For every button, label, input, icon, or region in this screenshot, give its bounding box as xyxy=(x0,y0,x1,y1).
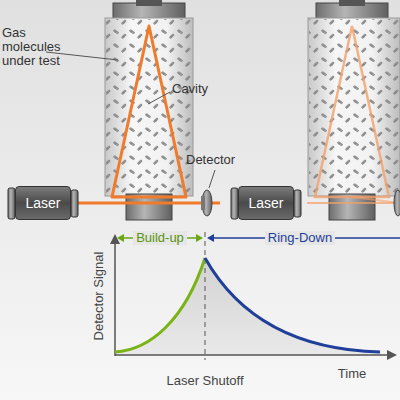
laser-body: Laser xyxy=(15,186,71,220)
part-label: Detector xyxy=(186,153,256,167)
part-label: Gas molecules under test xyxy=(2,26,62,68)
axis-label: Time xyxy=(338,367,366,381)
laser-label: Laser xyxy=(25,196,60,210)
axis-label: Laser Shutoff xyxy=(166,374,243,388)
axis-label: Detector Signal xyxy=(92,252,106,341)
laser-label: Laser xyxy=(248,196,283,210)
phase-label: Ring-Down xyxy=(265,231,335,245)
laser-body: Laser xyxy=(238,186,294,220)
part-label: Cavity xyxy=(172,82,232,96)
phase-label: Build-up xyxy=(133,231,187,245)
